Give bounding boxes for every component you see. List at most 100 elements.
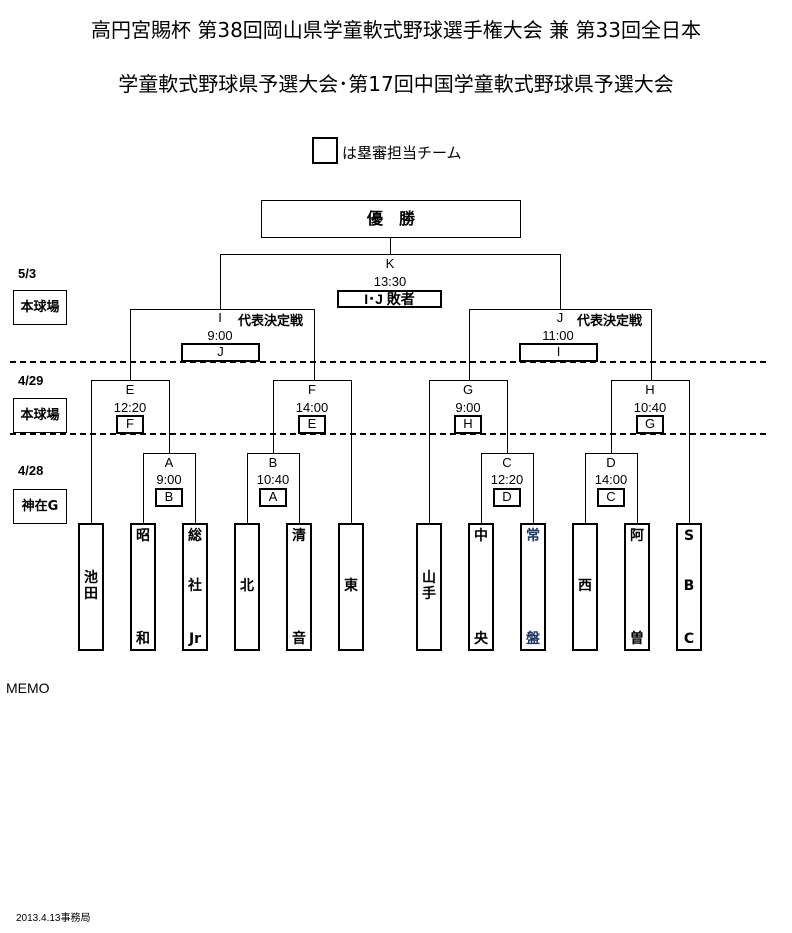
title-line-2: 学童軟式野球県予選大会･第17回中国学童軟式野球県予選大会	[118, 72, 674, 96]
game-j-title: 代表決定戦	[577, 314, 643, 329]
team-name-top: 中	[474, 528, 488, 544]
game-g-id: G	[462, 382, 474, 397]
game-h-id: H	[645, 382, 655, 397]
game-g-time: 9:00	[455, 400, 481, 415]
team-name-bottom: 央	[474, 631, 488, 647]
game-h-umpire: G	[636, 415, 664, 434]
legend-box	[312, 137, 338, 164]
bracket-line	[169, 380, 170, 453]
team-box: S B C	[676, 523, 702, 651]
bracket-line	[130, 309, 315, 310]
game-a-id: A	[164, 455, 174, 470]
bracket-line	[637, 453, 638, 523]
game-e-time: 12:20	[113, 400, 147, 415]
team-name-middle: 池 田	[84, 570, 98, 602]
team-box: 昭和	[130, 523, 156, 651]
round-divider-2	[10, 433, 766, 435]
legend-text: は塁審担当チーム	[342, 144, 462, 162]
bracket-line	[351, 380, 352, 523]
team-box: 東	[338, 523, 364, 651]
bracket-line	[429, 380, 430, 523]
game-j-time: 11:00	[542, 328, 574, 343]
bracket-line	[611, 380, 612, 453]
bracket-line	[429, 380, 508, 381]
game-a-time: 9:00	[156, 472, 182, 487]
round-date-3: 4/28	[18, 463, 44, 478]
game-c-id: C	[502, 455, 512, 470]
team-box: 常盤	[520, 523, 546, 651]
game-f-time: 14:00	[295, 400, 329, 415]
round-venue-1: 本球場	[13, 290, 67, 325]
game-d-umpire: C	[597, 488, 625, 507]
champion-box: 優 勝	[261, 200, 521, 238]
bracket-line	[689, 380, 690, 523]
bracket-line	[299, 453, 300, 523]
bracket-line	[390, 237, 391, 254]
team-name-middle: B	[683, 578, 695, 594]
game-f-umpire: E	[298, 415, 326, 434]
game-f-id: F	[308, 382, 316, 397]
bracket-line	[533, 453, 534, 523]
team-name-middle: 社	[188, 578, 202, 594]
bracket-line	[130, 309, 131, 380]
team-name-middle: 西	[578, 578, 592, 594]
game-i-title: 代表決定戦	[238, 314, 304, 329]
game-g-umpire: H	[454, 415, 482, 434]
team-name-bottom: 和	[136, 631, 150, 647]
bracket-line	[314, 309, 315, 380]
team-name-top: 昭	[136, 528, 150, 544]
round-date-1: 5/3	[18, 266, 37, 281]
game-a-umpire: B	[155, 488, 183, 507]
team-name-middle: 山 手	[422, 570, 436, 602]
bracket-line	[195, 453, 196, 523]
bracket-line	[481, 453, 482, 523]
team-box: 北	[234, 523, 260, 651]
bracket-line	[507, 380, 508, 453]
bracket-line	[273, 380, 274, 453]
bracket-line	[91, 380, 92, 523]
bracket-line	[585, 453, 638, 454]
team-name-middle: 東	[344, 578, 358, 594]
footer-text: 2013.4.13事務局	[16, 913, 91, 924]
team-box: 池 田	[78, 523, 104, 651]
team-name-top: 常	[526, 528, 540, 544]
bracket-line	[220, 254, 221, 309]
team-name-middle: 北	[240, 578, 254, 594]
team-box: 清音	[286, 523, 312, 651]
game-i-umpire: J	[181, 343, 260, 362]
title-line-1: 高円宮賜杯 第38回岡山県学童軟式野球選手権大会 兼 第33回全日本	[91, 18, 701, 42]
game-c-time: 12:20	[490, 472, 524, 487]
game-i-time: 9:00	[207, 328, 233, 343]
game-d-id: D	[606, 455, 616, 470]
team-name-top: 清	[292, 528, 306, 544]
bracket-line	[651, 309, 652, 380]
round-venue-2: 本球場	[13, 398, 67, 433]
bracket-line	[143, 453, 196, 454]
bracket-line	[585, 453, 586, 523]
game-j-id: J	[556, 310, 564, 325]
game-b-umpire: A	[259, 488, 287, 507]
game-j-umpire: I	[519, 343, 598, 362]
bracket-line	[247, 453, 248, 523]
team-name-bottom: Jr	[188, 631, 202, 647]
round-venue-3: 神在G	[13, 489, 67, 524]
game-e-id: E	[125, 382, 135, 397]
team-name-bottom: C	[683, 631, 695, 647]
bracket-line	[560, 254, 561, 309]
bracket-line	[481, 453, 534, 454]
bracket-line	[469, 309, 470, 380]
game-c-umpire: D	[493, 488, 521, 507]
game-b-time: 10:40	[256, 472, 290, 487]
bracket-line	[611, 380, 690, 381]
team-name-bottom: 盤	[526, 631, 540, 647]
game-k-id: K	[385, 256, 395, 271]
team-name-top: 阿	[630, 528, 644, 544]
team-box: 中央	[468, 523, 494, 651]
team-box: 山 手	[416, 523, 442, 651]
round-date-2: 4/29	[18, 373, 44, 388]
team-name-top: S	[683, 528, 695, 544]
game-b-id: B	[268, 455, 278, 470]
team-name-bottom: 音	[292, 631, 306, 647]
memo-label: MEMO	[6, 680, 50, 696]
